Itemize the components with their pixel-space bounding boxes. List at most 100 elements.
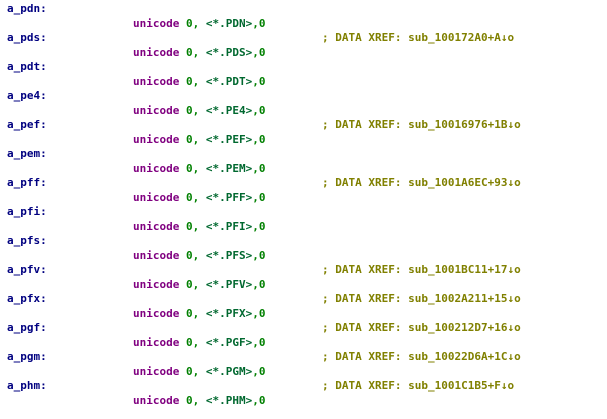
xref-offset-suffix: o xyxy=(514,176,521,189)
xref-prefix-text: ; DATA XREF: xyxy=(322,379,402,392)
data-definition[interactable]: unicode 0, <*.PEM>,0 xyxy=(133,162,265,177)
operand-zero: 0 xyxy=(185,45,193,59)
xref-offset-suffix: o xyxy=(507,31,515,44)
listing-label-row[interactable]: a_pdt: xyxy=(0,60,607,75)
data-definition[interactable]: unicode 0, <*.PGM>,0 xyxy=(133,365,265,380)
listing-data-row[interactable]: unicode 0, <*.PFV>,0 xyxy=(0,278,607,293)
listing-data-row[interactable]: unicode 0, <*.PEM>,0 xyxy=(0,162,607,177)
xref-target[interactable]: sub_1001C1B5+F xyxy=(408,379,501,392)
null-terminator-operand: ,0 xyxy=(252,161,266,175)
symbol-label[interactable]: a_pgm: xyxy=(7,350,47,363)
listing-label-row[interactable]: a_pgf: ; DATA XREF: sub_100212D7+16↓o xyxy=(0,321,607,336)
listing-data-row[interactable]: unicode 0, <*.PHM>,0 xyxy=(0,394,607,409)
listing-label-row[interactable]: a_pem: xyxy=(0,147,607,162)
data-definition[interactable]: unicode 0, <*.PEF>,0 xyxy=(133,133,265,148)
xref-target[interactable]: sub_1001A6EC+93 xyxy=(408,176,508,189)
symbol-label[interactable]: a_pe4: xyxy=(7,89,47,102)
listing-label-row[interactable]: a_pdn: xyxy=(0,2,607,17)
string-literal[interactable]: <*.PDN> xyxy=(205,16,253,30)
data-xref-comment[interactable]: ; DATA XREF: sub_10016976+1B↓o xyxy=(322,118,521,133)
data-xref-comment[interactable]: ; DATA XREF: sub_1001A6EC+93↓o xyxy=(322,176,521,191)
operand-zero: 0 xyxy=(185,248,193,262)
data-xref-comment[interactable]: ; DATA XREF: sub_1001C1B5+F↓o xyxy=(322,379,514,394)
listing-label-row[interactable]: a_pfi: xyxy=(0,205,607,220)
data-definition[interactable]: unicode 0, <*.PDS>,0 xyxy=(133,46,265,61)
operand-separator: , xyxy=(192,161,206,175)
null-terminator-operand: ,0 xyxy=(252,335,266,349)
string-literal[interactable]: <*.PFI> xyxy=(205,219,253,233)
data-xref-comment[interactable]: ; DATA XREF: sub_100212D7+16↓o xyxy=(322,321,521,336)
listing-data-row[interactable]: unicode 0, <*.PFS>,0 xyxy=(0,249,607,264)
data-xref-comment[interactable]: ; DATA XREF: sub_1001BC11+17↓o xyxy=(322,263,521,278)
xref-target[interactable]: sub_10016976+1B xyxy=(408,118,508,131)
data-definition[interactable]: unicode 0, <*.PHM>,0 xyxy=(133,394,265,409)
symbol-label[interactable]: a_pgf: xyxy=(7,321,47,334)
directive-keyword: unicode xyxy=(133,335,180,349)
listing-label-row[interactable]: a_pfs: xyxy=(0,234,607,249)
listing-label-row[interactable]: a_pgm: ; DATA XREF: sub_10022D6A+1C↓o xyxy=(0,350,607,365)
data-definition[interactable]: unicode 0, <*.PDN>,0 xyxy=(133,17,265,32)
xref-target[interactable]: sub_10022D6A+1C xyxy=(408,350,508,363)
listing-label-row[interactable]: a_pef: ; DATA XREF: sub_10016976+1B↓o xyxy=(0,118,607,133)
string-literal[interactable]: <*.PHM> xyxy=(205,393,253,407)
symbol-label[interactable]: a_phm: xyxy=(7,379,47,392)
symbol-label[interactable]: a_pem: xyxy=(7,147,47,160)
operand-zero: 0 xyxy=(185,16,193,30)
data-xref-comment[interactable]: ; DATA XREF: sub_10022D6A+1C↓o xyxy=(322,350,521,365)
symbol-label[interactable]: a_pfx: xyxy=(7,292,47,305)
symbol-label[interactable]: a_pfi: xyxy=(7,205,47,218)
data-definition[interactable]: unicode 0, <*.PGF>,0 xyxy=(133,336,265,351)
directive-keyword: unicode xyxy=(133,16,180,30)
data-definition[interactable]: unicode 0, <*.PFF>,0 xyxy=(133,191,265,206)
listing-data-row[interactable]: unicode 0, <*.PGF>,0 xyxy=(0,336,607,351)
symbol-label[interactable]: a_pfs: xyxy=(7,234,47,247)
string-literal[interactable]: <*.PDT> xyxy=(205,74,253,88)
string-literal[interactable]: <*.PEF> xyxy=(205,132,253,146)
listing-data-row[interactable]: unicode 0, <*.PFF>,0 xyxy=(0,191,607,206)
symbol-label[interactable]: a_pfv: xyxy=(7,263,47,276)
listing-data-row[interactable]: unicode 0, <*.PDT>,0 xyxy=(0,75,607,90)
null-terminator-operand: ,0 xyxy=(252,74,266,88)
string-literal[interactable]: <*.PFS> xyxy=(205,248,253,262)
xref-target[interactable]: sub_1002A211+15 xyxy=(408,292,508,305)
listing-label-row[interactable]: a_pds: ; DATA XREF: sub_100172A0+A↓o xyxy=(0,31,607,46)
listing-label-row[interactable]: a_pff: ; DATA XREF: sub_1001A6EC+93↓o xyxy=(0,176,607,191)
data-definition[interactable]: unicode 0, <*.PFS>,0 xyxy=(133,249,265,264)
string-literal[interactable]: <*.PDS> xyxy=(205,45,253,59)
listing-data-row[interactable]: unicode 0, <*.PEF>,0 xyxy=(0,133,607,148)
string-literal[interactable]: <*.PGF> xyxy=(205,335,253,349)
listing-label-row[interactable]: a_phm: ; DATA XREF: sub_1001C1B5+F↓o xyxy=(0,379,607,394)
string-literal[interactable]: <*.PGM> xyxy=(205,364,253,378)
symbol-label[interactable]: a_pdt: xyxy=(7,60,47,73)
listing-label-row[interactable]: a_pfv: ; DATA XREF: sub_1001BC11+17↓o xyxy=(0,263,607,278)
string-literal[interactable]: <*.PFF> xyxy=(205,190,253,204)
data-definition[interactable]: unicode 0, <*.PE4>,0 xyxy=(133,104,265,119)
listing-label-row[interactable]: a_pfx: ; DATA XREF: sub_1002A211+15↓o xyxy=(0,292,607,307)
xref-target[interactable]: sub_100212D7+16 xyxy=(408,321,508,334)
listing-data-row[interactable]: unicode 0, <*.PDS>,0 xyxy=(0,46,607,61)
string-literal[interactable]: <*.PFV> xyxy=(205,277,253,291)
directive-keyword: unicode xyxy=(133,103,180,117)
symbol-label[interactable]: a_pds: xyxy=(7,31,47,44)
symbol-label[interactable]: a_pff: xyxy=(7,176,47,189)
listing-data-row[interactable]: unicode 0, <*.PFX>,0 xyxy=(0,307,607,322)
data-xref-comment[interactable]: ; DATA XREF: sub_100172A0+A↓o xyxy=(322,31,514,46)
listing-data-row[interactable]: unicode 0, <*.PFI>,0 xyxy=(0,220,607,235)
listing-data-row[interactable]: unicode 0, <*.PDN>,0 xyxy=(0,17,607,32)
data-xref-comment[interactable]: ; DATA XREF: sub_1002A211+15↓o xyxy=(322,292,521,307)
data-definition[interactable]: unicode 0, <*.PFV>,0 xyxy=(133,278,265,293)
listing-data-row[interactable]: unicode 0, <*.PE4>,0 xyxy=(0,104,607,119)
symbol-label[interactable]: a_pef: xyxy=(7,118,47,131)
string-literal[interactable]: <*.PFX> xyxy=(205,306,253,320)
string-literal[interactable]: <*.PEM> xyxy=(205,161,253,175)
symbol-label[interactable]: a_pdn: xyxy=(7,2,47,15)
xref-target[interactable]: sub_100172A0+A xyxy=(408,31,501,44)
data-definition[interactable]: unicode 0, <*.PDT>,0 xyxy=(133,75,265,90)
data-definition[interactable]: unicode 0, <*.PFI>,0 xyxy=(133,220,265,235)
listing-label-row[interactable]: a_pe4: xyxy=(0,89,607,104)
listing-data-row[interactable]: unicode 0, <*.PGM>,0 xyxy=(0,365,607,380)
xref-target[interactable]: sub_1001BC11+17 xyxy=(408,263,508,276)
string-literal[interactable]: <*.PE4> xyxy=(205,103,253,117)
data-definition[interactable]: unicode 0, <*.PFX>,0 xyxy=(133,307,265,322)
